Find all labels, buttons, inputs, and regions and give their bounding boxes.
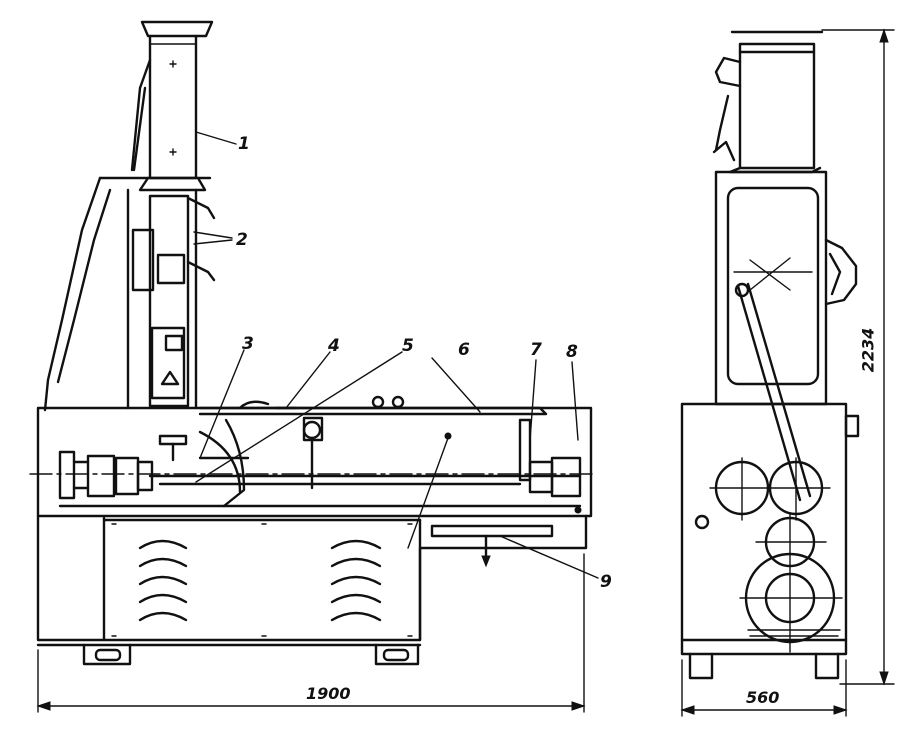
dimension-2234-label: 2234 — [858, 327, 878, 373]
callout-4: 4 — [328, 336, 340, 356]
callout-7: 7 — [530, 340, 542, 360]
callout-8: 8 — [566, 342, 578, 362]
dimension-560 — [680, 659, 848, 717]
side-view — [680, 28, 895, 717]
column-frame — [43, 176, 216, 412]
callout-9: 9 — [600, 572, 612, 592]
callout-2: 2 — [236, 230, 248, 250]
side-cylinder — [712, 30, 824, 174]
callout-6: 6 — [458, 340, 470, 360]
side-base — [680, 402, 860, 680]
callout-5: 5 — [402, 336, 414, 356]
callout-1: 1 — [238, 134, 250, 154]
side-column — [714, 170, 858, 502]
dimension-560-label: 560 — [746, 688, 780, 707]
dimension-1900-label: 1900 — [306, 684, 351, 703]
callout-3: 3 — [242, 334, 254, 354]
front-view — [29, 20, 599, 713]
right-vents — [330, 539, 382, 622]
dimension-1900 — [36, 553, 586, 713]
left-vents — [138, 539, 188, 622]
callout-leaders — [193, 131, 599, 579]
top-cylinder — [130, 20, 214, 192]
bed-slide — [58, 395, 582, 568]
dimension-2234 — [821, 28, 895, 686]
